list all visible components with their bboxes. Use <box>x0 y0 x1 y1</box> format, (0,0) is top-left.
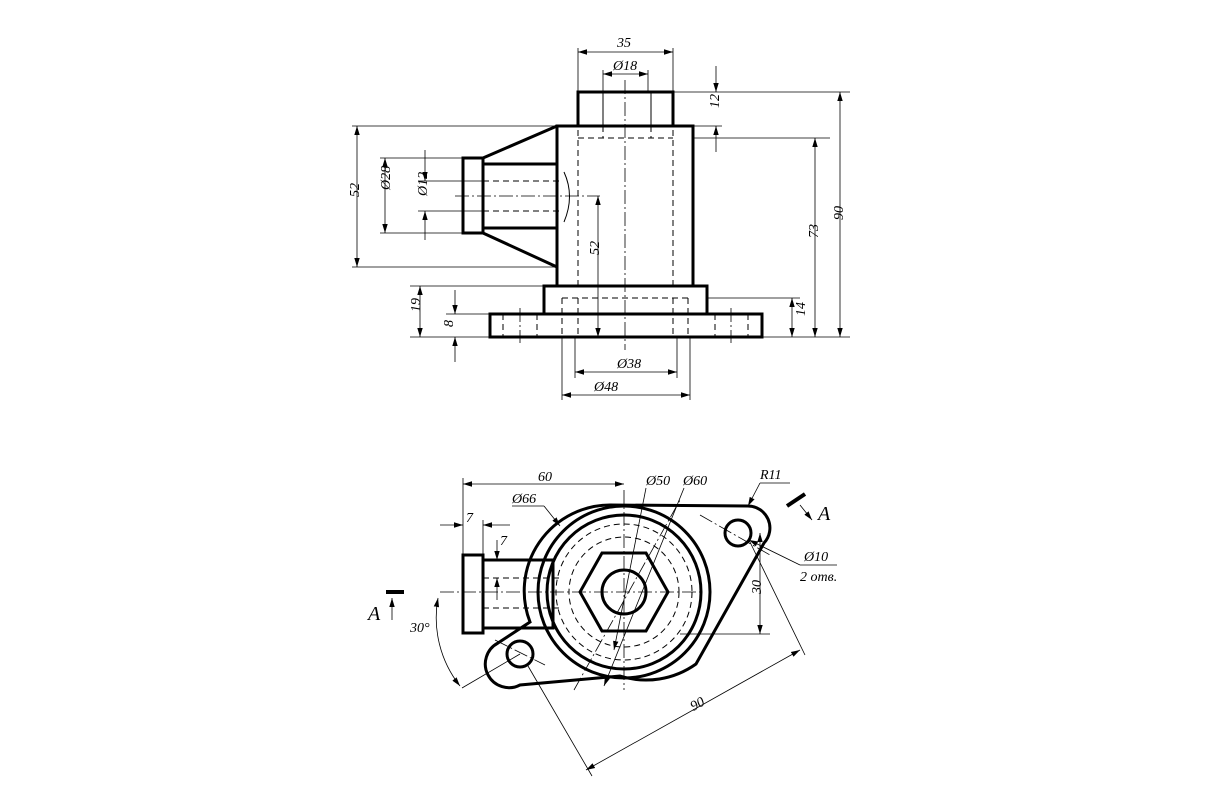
dim-12: 12 <box>708 94 723 108</box>
dim-hole-count: 2 отв. <box>800 570 837 585</box>
base-step <box>542 284 709 316</box>
dim-8: 8 <box>442 320 457 327</box>
outlet-flange-top <box>461 553 485 635</box>
dim-d18: Ø18 <box>612 59 637 74</box>
dim-d60: Ø60 <box>682 474 707 489</box>
dim-19: 19 <box>409 298 424 312</box>
dim-73: 73 <box>807 224 822 238</box>
dim-d48: Ø48 <box>593 380 618 395</box>
section-label-left: A <box>366 603 381 625</box>
dim-r11: R11 <box>759 468 782 483</box>
side-cone <box>481 124 558 269</box>
dim-14: 14 <box>794 302 809 316</box>
dim-52-left: 52 <box>348 183 363 197</box>
dim-90-diag: 90 <box>688 695 708 715</box>
front-view: 35 Ø18 12 90 73 52 Ø28 Ø12 <box>348 36 850 400</box>
dim-d10: Ø10 <box>803 550 828 565</box>
dim-7a: 7 <box>466 511 474 526</box>
base-flange <box>488 312 764 339</box>
dim-52-inner: 52 <box>588 241 603 255</box>
flange-outline <box>483 503 772 690</box>
dim-angle-30: 30° <box>409 621 430 636</box>
dim-30: 30 <box>750 580 765 595</box>
dim-90: 90 <box>832 206 847 220</box>
dim-d38: Ø38 <box>616 357 641 372</box>
dim-60: 60 <box>538 470 552 485</box>
top-collar <box>576 90 675 128</box>
top-view: A A 60 Ø66 Ø50 Ø60 R11 Ø10 2 отв. 7 <box>366 468 837 777</box>
dim-7b: 7 <box>500 534 508 549</box>
hole-right <box>723 518 753 548</box>
outlet-disk <box>461 156 485 235</box>
dim-d28: Ø28 <box>379 166 394 191</box>
dim-d12: Ø12 <box>416 172 431 197</box>
dim-35: 35 <box>616 36 631 51</box>
hole-left <box>505 639 535 669</box>
dim-d66: Ø66 <box>511 492 536 507</box>
dim-d50: Ø50 <box>645 474 670 489</box>
section-label-right: A <box>816 503 831 525</box>
